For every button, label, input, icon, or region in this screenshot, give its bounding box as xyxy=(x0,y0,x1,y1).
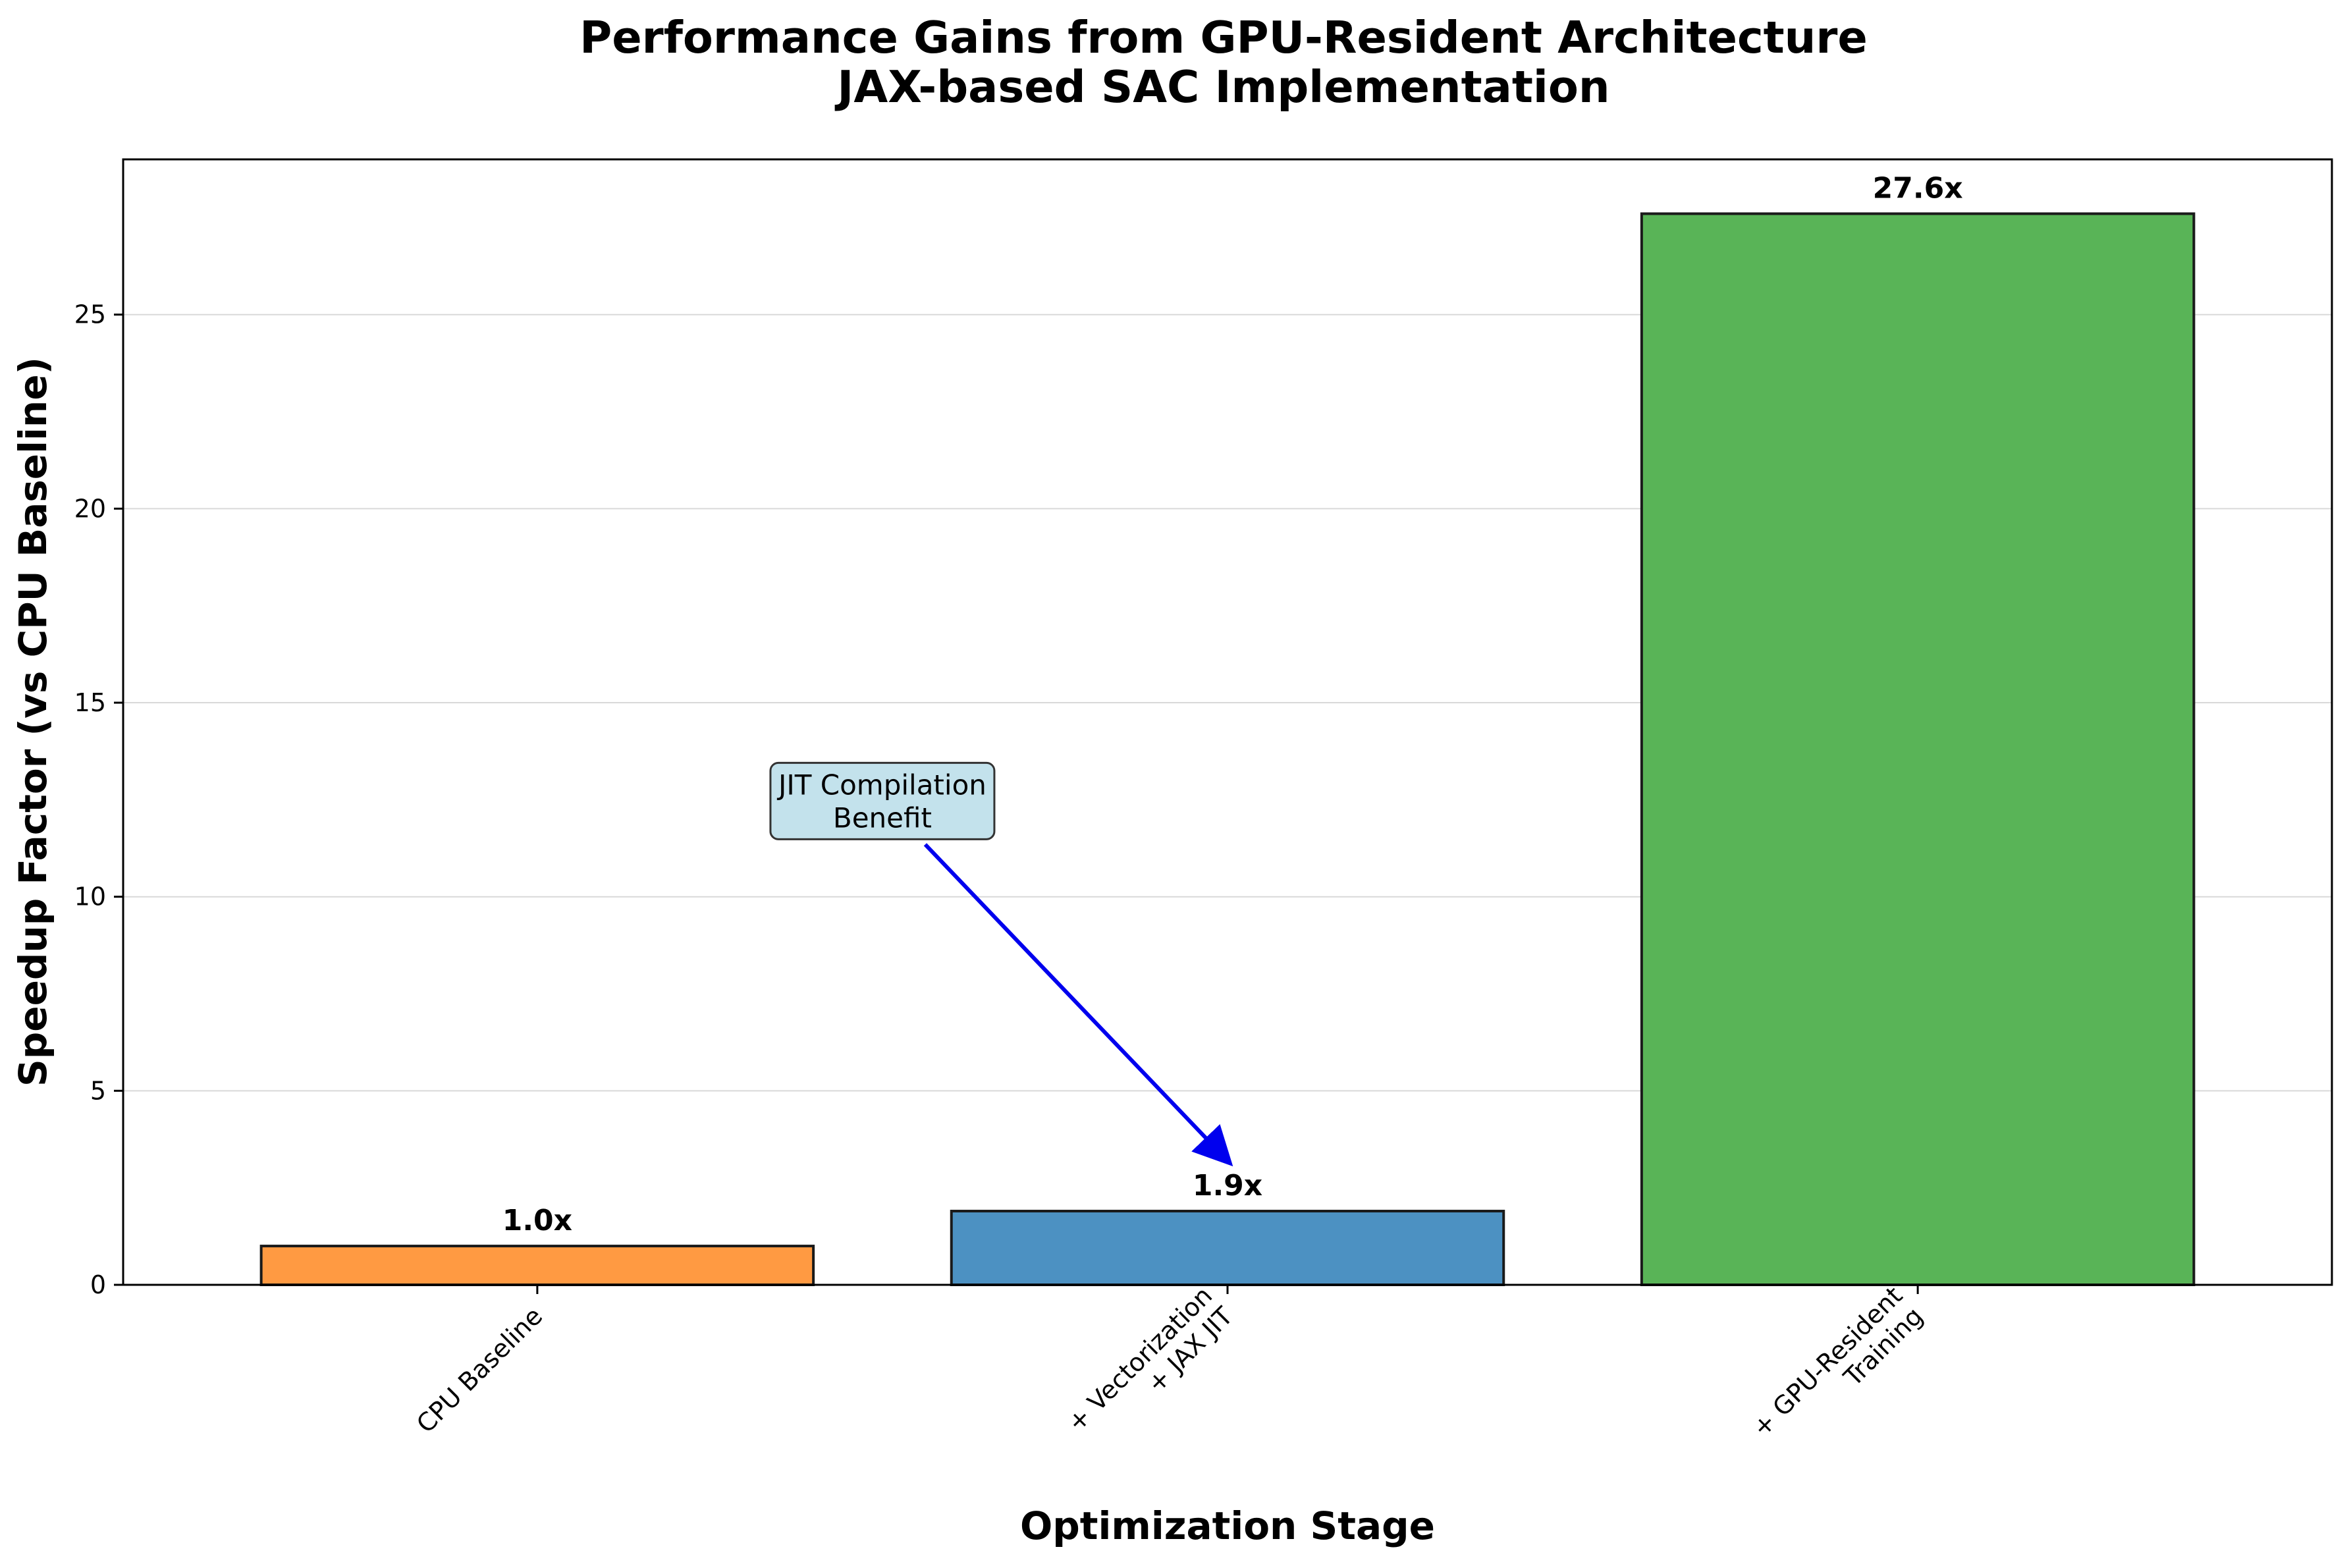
y-tick-label: 20 xyxy=(74,494,106,523)
x-axis-ticks: CPU Baseline + Vectorization+ JAX JIT + GP… xyxy=(411,1281,1928,1463)
x-tick-label-text: + Vectorization+ JAX JIT xyxy=(1062,1281,1239,1458)
chart-title-line-1: Performance Gains from GPU-Resident Arch… xyxy=(580,12,1868,63)
annotation-box xyxy=(769,761,996,840)
x-tick-label-text: + GPU-ResidentTraining xyxy=(1746,1281,1928,1463)
chart-title-line-2: JAX-based SAC Implementation xyxy=(834,61,1609,113)
bars xyxy=(259,212,2196,1287)
x-tick-label: CPU Baseline xyxy=(411,1301,548,1438)
bar xyxy=(950,1210,1505,1286)
bar-value-label: 1.0x xyxy=(502,1204,572,1237)
bar-value-label: 27.6x xyxy=(1873,172,1963,205)
y-axis-ticks: 0 5 10 15 20 25 xyxy=(74,300,123,1299)
y-tick-label: 15 xyxy=(74,688,106,717)
y-tick-label: 25 xyxy=(74,300,106,329)
y-tick-label: 0 xyxy=(90,1270,106,1299)
annotation-text-line: Benefit xyxy=(833,801,932,834)
x-axis-label: Optimization Stage xyxy=(1020,1503,1435,1548)
y-axis-label: Speedup Factor (vs CPU Baseline) xyxy=(11,357,55,1087)
plot-frame xyxy=(122,158,2333,1286)
annotation-arrow xyxy=(923,843,1233,1167)
x-tick-label: + Vectorization+ JAX JIT xyxy=(1062,1281,1239,1458)
annotation-text-line: JIT Compilation xyxy=(776,769,986,801)
bar-value-labels: 1.0x 1.9x 27.6x xyxy=(502,172,1963,1238)
x-tick-label-text: CPU Baseline xyxy=(411,1301,548,1438)
bar xyxy=(1640,212,2196,1287)
y-tick-label: 5 xyxy=(90,1076,106,1105)
x-tick-label: + GPU-ResidentTraining xyxy=(1746,1281,1928,1463)
y-tick-label: 10 xyxy=(74,882,106,911)
bar xyxy=(259,1245,815,1287)
x-tick-label-line: CPU Baseline xyxy=(411,1301,548,1438)
bar-value-label: 1.9x xyxy=(1193,1169,1262,1203)
